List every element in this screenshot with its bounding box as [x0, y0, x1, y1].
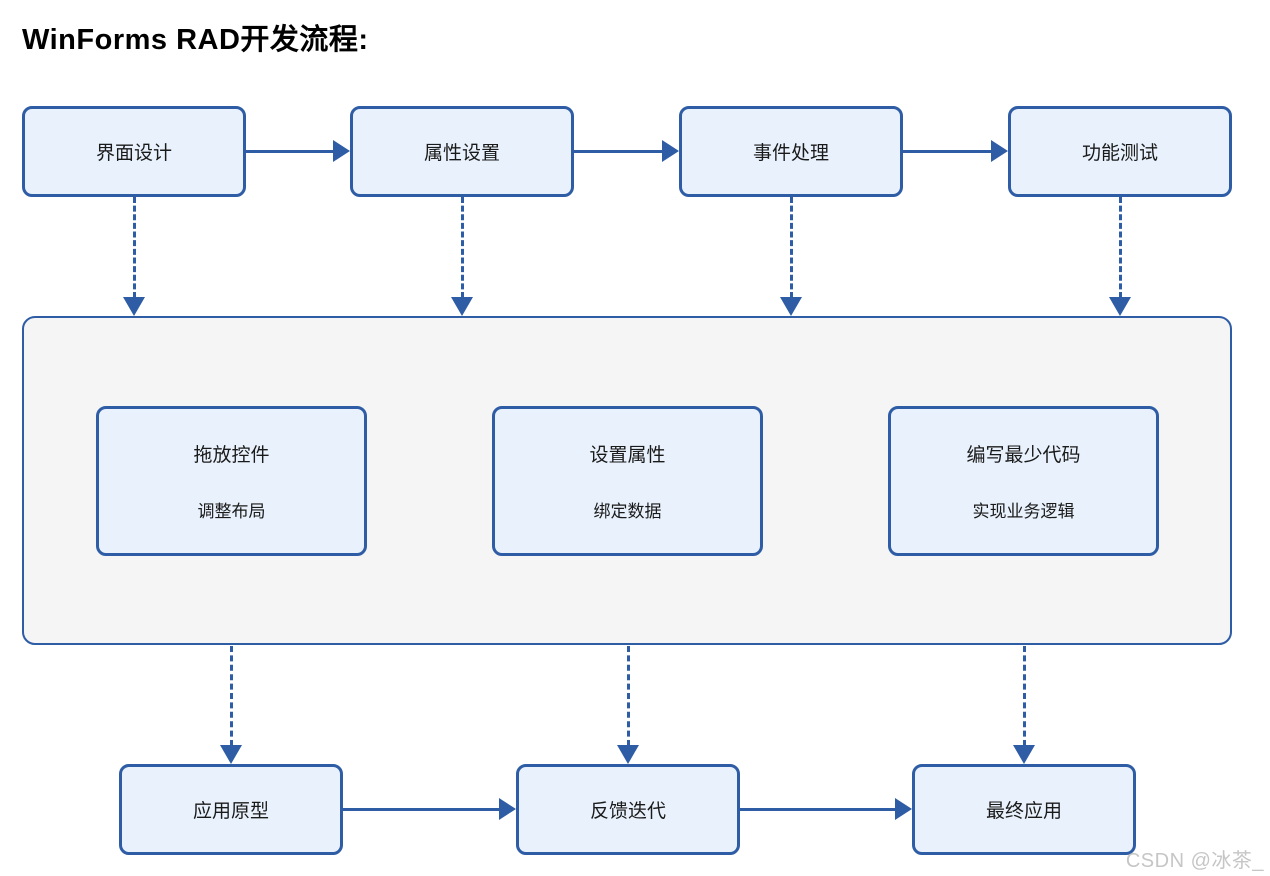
inner-node-line2: 实现业务逻辑 — [972, 502, 1075, 521]
inner-node-line1: 编写最少代码 — [966, 445, 1081, 466]
node-write-minimal-code: 编写最少代码 实现业务逻辑 — [888, 406, 1159, 556]
inner-node-line1: 设置属性 — [589, 445, 666, 466]
node-ui-design: 界面设计 — [22, 106, 246, 197]
page-title: WinForms RAD开发流程: — [22, 24, 369, 56]
node-function-test: 功能测试 — [1008, 106, 1232, 197]
inner-node-line2: 调整布局 — [197, 502, 266, 521]
node-app-prototype: 应用原型 — [119, 764, 343, 855]
csdn-watermark: CSDN @冰茶_ — [1125, 850, 1264, 872]
node-property-setup: 属性设置 — [350, 106, 574, 197]
node-final-app: 最终应用 — [912, 764, 1136, 855]
node-event-handling: 事件处理 — [679, 106, 903, 197]
inner-node-line1: 拖放控件 — [193, 445, 270, 466]
node-set-properties: 设置属性 绑定数据 — [492, 406, 763, 556]
inner-node-line2: 绑定数据 — [593, 502, 662, 521]
node-drag-controls: 拖放控件 调整布局 — [96, 406, 367, 556]
node-feedback-iterate: 反馈迭代 — [516, 764, 740, 855]
